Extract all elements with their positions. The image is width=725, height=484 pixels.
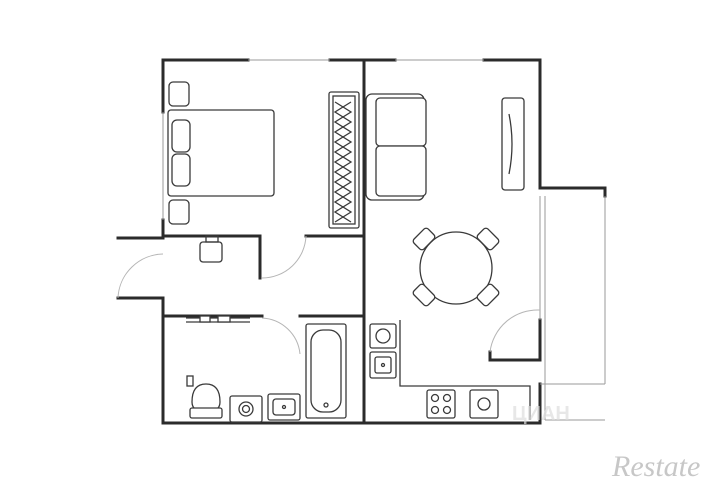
living-kitchen	[365, 93, 531, 420]
stove	[426, 389, 456, 419]
kitchen-sink	[469, 389, 499, 419]
double-bed	[167, 109, 275, 197]
wardrobe	[328, 91, 360, 229]
coat-rack	[199, 235, 223, 263]
door-swings	[117, 235, 541, 355]
shelf	[186, 315, 250, 323]
windows	[162, 59, 606, 385]
nightstand	[168, 199, 190, 225]
toilet	[186, 375, 223, 419]
bedroom	[167, 81, 360, 229]
interior-walls	[161, 58, 366, 425]
exterior-walls	[116, 58, 607, 425]
round-table	[419, 231, 493, 305]
sink	[369, 351, 397, 379]
hallway	[186, 235, 250, 323]
chair	[412, 227, 500, 307]
sofa	[365, 93, 427, 201]
bathroom-sink	[267, 393, 301, 421]
tv-stand	[501, 97, 525, 191]
kitchen-counter	[399, 320, 531, 420]
bathroom	[186, 323, 347, 423]
bathtub	[305, 323, 347, 419]
washing-machine	[229, 395, 263, 423]
watermark-brand: Restate	[611, 450, 700, 483]
hob	[369, 323, 397, 349]
nightstand	[168, 81, 190, 107]
balcony	[539, 196, 605, 421]
watermark-overlay: ЦИАН	[512, 403, 570, 425]
